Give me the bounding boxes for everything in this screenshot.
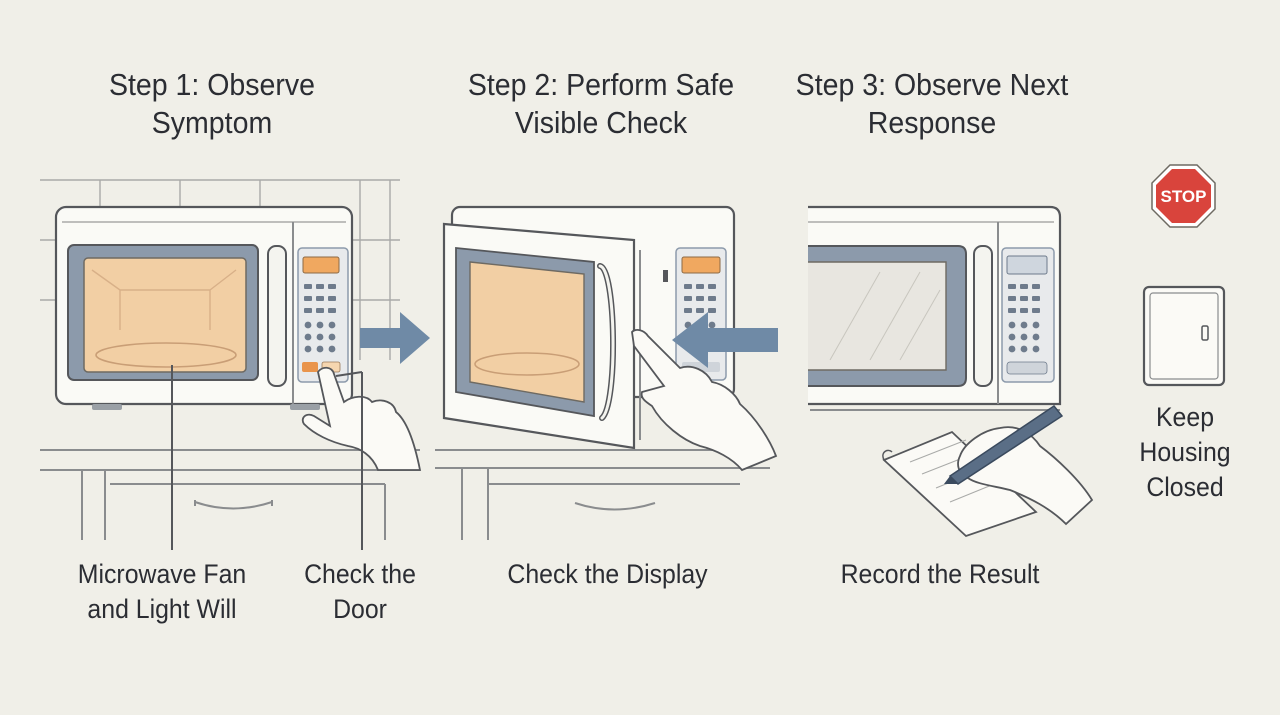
stop-sign-text: STOP (1161, 187, 1207, 206)
microwave-1 (54, 205, 354, 410)
hand-icon (631, 329, 778, 472)
label-check-display: Check the Display (507, 559, 708, 589)
step-3-title: Step 3: Observe Next Response (795, 67, 1069, 140)
pen-icon (944, 404, 1064, 485)
counter-2 (435, 449, 770, 540)
closed-housing-icon (1142, 285, 1226, 387)
counter-1 (40, 449, 420, 540)
stop-sign-icon: STOP (1151, 164, 1216, 228)
right-arrow-icon (360, 312, 430, 364)
label-record-result: Record the Result (840, 559, 1040, 589)
microwave-3 (808, 205, 1062, 406)
label-fan-light: Microwave Fan and Light Will (77, 559, 247, 624)
label-check-door: Check the Door (304, 559, 416, 624)
notepad-icon (882, 430, 1038, 538)
step-2-title: Step 2: Perform Safe Visible Check (467, 67, 735, 140)
label-keep-housing: Keep Housing Closed (1139, 402, 1231, 502)
left-arrow-icon (672, 312, 778, 368)
step-1-title: Step 1: Observe Symptom (108, 67, 316, 140)
